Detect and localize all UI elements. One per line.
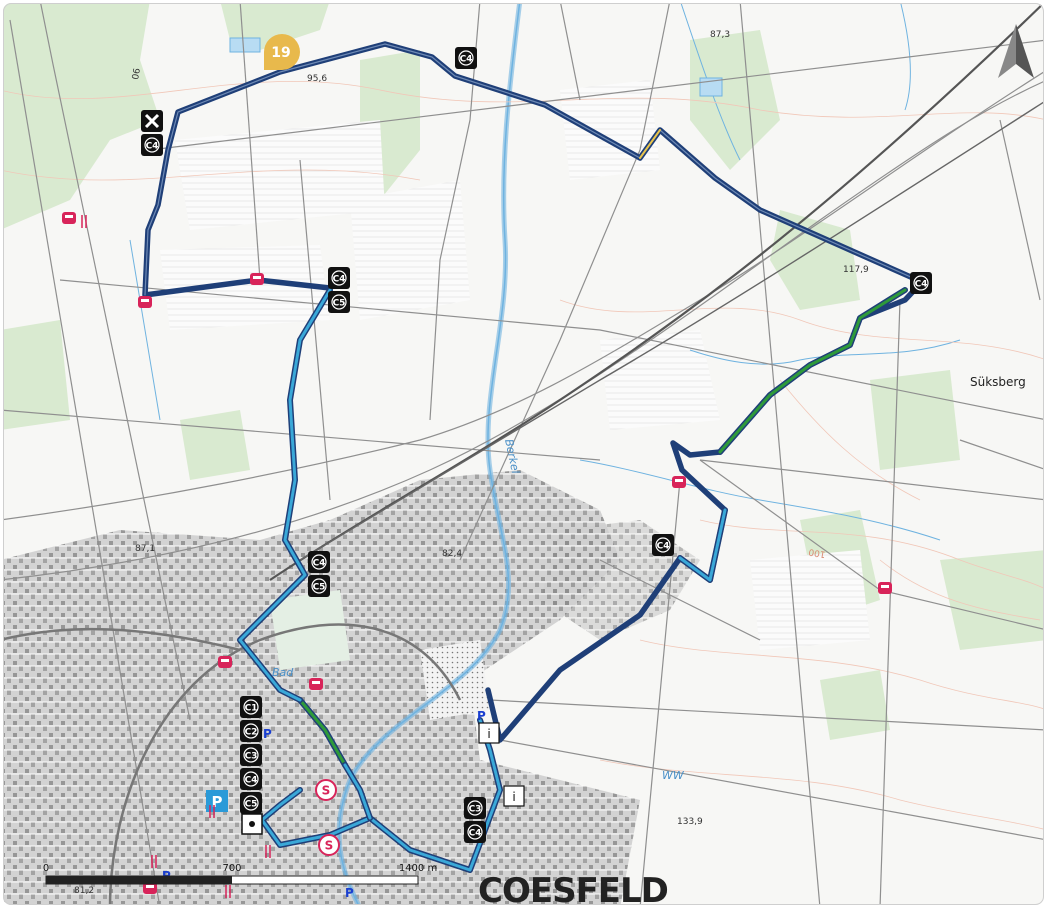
elevation-label: 133,9 xyxy=(677,817,703,827)
start-point-icon xyxy=(241,813,263,835)
map-frame xyxy=(3,3,1044,905)
contour-label: 100 xyxy=(808,546,827,559)
marker-c1: C1 xyxy=(240,696,262,718)
bus-stop-icon xyxy=(250,273,264,285)
bus-stop-icons xyxy=(62,212,892,894)
svg-text:C4: C4 xyxy=(245,776,258,786)
restaurant-icon xyxy=(265,845,271,858)
route-number-badge[interactable]: 19 xyxy=(264,34,300,70)
railway-lines xyxy=(269,3,1044,581)
elevation-label: 87,1 xyxy=(135,544,155,554)
bus-stop-icon xyxy=(878,582,892,594)
info-icon: i xyxy=(503,785,525,807)
svg-text:C5: C5 xyxy=(313,583,326,593)
marker-c4: C4 xyxy=(455,47,477,69)
svg-text:i: i xyxy=(512,790,515,804)
svg-text:C4: C4 xyxy=(657,542,670,552)
marker-c4: C4 xyxy=(328,267,350,289)
info-icon: i xyxy=(478,722,500,744)
svg-text:C4: C4 xyxy=(915,280,928,290)
parking-icon: P xyxy=(206,790,228,812)
scale-label-end: 1400 m xyxy=(399,863,437,874)
scale-bar: 0 700 1400 m xyxy=(43,863,437,885)
bus-stop-icon xyxy=(672,476,686,488)
svg-text:C5: C5 xyxy=(245,800,258,810)
svg-text:C4: C4 xyxy=(146,142,159,152)
restaurant-icon xyxy=(209,805,215,818)
marker-c3: C3 xyxy=(464,797,486,819)
route-green xyxy=(297,129,908,768)
restaurant-icon xyxy=(81,215,87,228)
water-label-ww: WW xyxy=(662,769,685,782)
place-label-suksberg: Süksberg xyxy=(970,375,1026,389)
bus-stop-icon xyxy=(309,678,323,690)
town-ring-road xyxy=(3,623,462,905)
svg-text:i: i xyxy=(487,727,490,741)
route-cyan xyxy=(237,287,728,873)
svg-text:P: P xyxy=(263,727,272,741)
svg-text:P: P xyxy=(212,793,223,811)
svg-text:S: S xyxy=(322,784,331,798)
elevation-label: 81,2 xyxy=(74,886,94,896)
svg-text:C5: C5 xyxy=(333,299,346,309)
restaurant-icons xyxy=(81,215,271,898)
bus-stop-icon xyxy=(138,296,152,308)
elevation-label: 95,6 xyxy=(307,74,327,84)
compass-north-icon xyxy=(998,24,1034,78)
elevation-labels: 87,3 95,6 117,9 87,1 82,4 133,9 81,2 06 … xyxy=(74,30,869,896)
bus-stop-icon xyxy=(143,882,157,894)
marker-c4: C4 xyxy=(464,821,486,843)
railway-station-icon: S xyxy=(318,834,340,856)
route-number: 19 xyxy=(271,45,290,61)
marker-c4: C4 xyxy=(308,551,330,573)
svg-text:S: S xyxy=(325,839,334,853)
svg-text:C4: C4 xyxy=(469,829,482,839)
route-markers: C4 C4 C4 C4 C5 C4 C4 C5 C1 C2 C3 C4 C5 C… xyxy=(141,47,932,843)
marker-c4: C4 xyxy=(240,768,262,790)
restaurant-icon xyxy=(225,885,231,898)
endpoint-cross-icon xyxy=(141,110,163,132)
water-features xyxy=(129,3,961,905)
bus-stop-icon xyxy=(218,656,232,668)
elevation-label: 82,4 xyxy=(442,549,462,559)
marker-c4: C4 xyxy=(910,272,932,294)
marker-c5: C5 xyxy=(328,291,350,313)
scale-label-zero: 0 xyxy=(43,863,49,874)
svg-text:P: P xyxy=(345,886,354,900)
elevation-label: 117,9 xyxy=(843,265,869,275)
marker-c5: C5 xyxy=(240,792,262,814)
contour-label: 06 xyxy=(131,67,143,80)
town-name: COESFELD xyxy=(478,871,668,908)
svg-text:C2: C2 xyxy=(245,728,258,738)
forest-areas xyxy=(3,3,1044,740)
railway-station-icon: S xyxy=(315,779,337,801)
svg-text:C4: C4 xyxy=(460,55,473,65)
bus-stop-icon xyxy=(62,212,76,224)
scale-label-mid: 700 xyxy=(222,863,241,874)
svg-text:C1: C1 xyxy=(245,704,258,714)
water-label-bad: Bad xyxy=(272,666,294,679)
restaurant-icon xyxy=(151,855,157,868)
marker-c5: C5 xyxy=(308,575,330,597)
marker-c4: C4 xyxy=(652,534,674,556)
svg-text:C3: C3 xyxy=(469,805,482,815)
field-areas xyxy=(160,80,870,650)
svg-text:C3: C3 xyxy=(245,752,258,762)
contour-lines xyxy=(3,81,1044,831)
svg-text:P: P xyxy=(477,709,486,723)
marker-c4: C4 xyxy=(141,134,163,156)
svg-text:C4: C4 xyxy=(313,559,326,569)
svg-text:C4: C4 xyxy=(333,275,346,285)
marker-c2: C2 xyxy=(240,720,262,742)
elevation-label: 87,3 xyxy=(710,30,730,40)
marker-c3: C3 xyxy=(240,744,262,766)
